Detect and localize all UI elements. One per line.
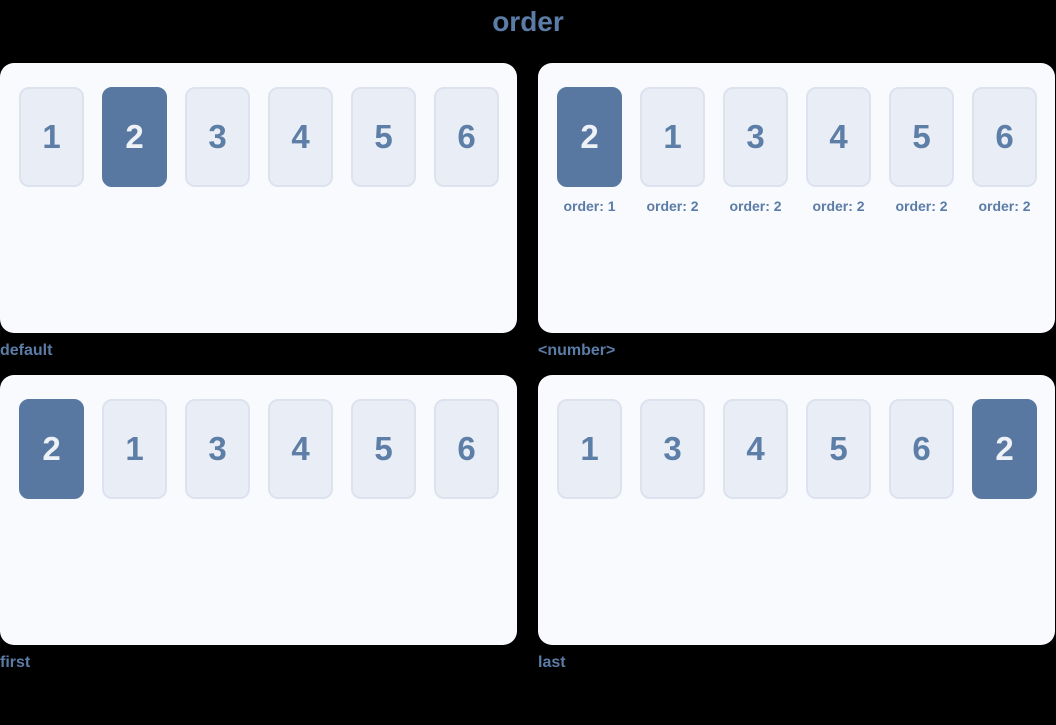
flex-item: 6 bbox=[434, 87, 499, 187]
order-value-label: order: 2 bbox=[729, 198, 782, 214]
panel-caption: <number> bbox=[538, 342, 616, 359]
order-box: 5 bbox=[351, 399, 416, 499]
flex-item: 3 bbox=[185, 87, 250, 187]
order-box-highlighted: 2 bbox=[19, 399, 84, 499]
panel-caption: default bbox=[0, 342, 53, 359]
flex-item: 4 bbox=[268, 87, 333, 187]
order-box: 4 bbox=[806, 87, 871, 187]
flex-item: 2 bbox=[972, 399, 1037, 499]
flex-item: 1 bbox=[557, 399, 622, 499]
flex-item: 1 order: 2 bbox=[640, 87, 705, 214]
flex-item: 4 bbox=[268, 399, 333, 499]
order-value-label: order: 2 bbox=[646, 198, 699, 214]
flex-item: 2 order: 1 bbox=[557, 87, 622, 214]
order-box: 3 bbox=[640, 399, 705, 499]
flex-item: 5 bbox=[351, 87, 416, 187]
order-box: 5 bbox=[351, 87, 416, 187]
order-box: 3 bbox=[185, 399, 250, 499]
flex-item: 1 bbox=[102, 399, 167, 499]
flex-row: 2 order: 1 1 order: 2 3 order: 2 4 order: 2 5 ord… bbox=[557, 87, 1037, 214]
flex-item: 6 order: 2 bbox=[972, 87, 1037, 214]
flex-item: 1 bbox=[19, 87, 84, 187]
order-value-label: order: 1 bbox=[563, 198, 616, 214]
panel-caption: last bbox=[538, 654, 566, 671]
flex-item: 3 order: 2 bbox=[723, 87, 788, 214]
flex-item: 5 bbox=[351, 399, 416, 499]
order-box: 3 bbox=[185, 87, 250, 187]
order-box: 1 bbox=[557, 399, 622, 499]
flex-item: 2 bbox=[19, 399, 84, 499]
order-box: 6 bbox=[434, 399, 499, 499]
panel-caption: first bbox=[0, 654, 31, 671]
order-box-highlighted: 2 bbox=[972, 399, 1037, 499]
flex-item: 5 order: 2 bbox=[889, 87, 954, 214]
order-box-highlighted: 2 bbox=[102, 87, 167, 187]
order-box: 1 bbox=[102, 399, 167, 499]
flex-item: 2 bbox=[102, 87, 167, 187]
order-box-highlighted: 2 bbox=[557, 87, 622, 187]
order-box: 4 bbox=[268, 399, 333, 499]
flex-item: 5 bbox=[806, 399, 871, 499]
flex-item: 3 bbox=[185, 399, 250, 499]
order-value-label: order: 2 bbox=[812, 198, 865, 214]
order-box: 6 bbox=[972, 87, 1037, 187]
order-box: 6 bbox=[434, 87, 499, 187]
order-box: 1 bbox=[640, 87, 705, 187]
order-box: 5 bbox=[889, 87, 954, 187]
order-value-label: order: 2 bbox=[895, 198, 948, 214]
order-value-label: order: 2 bbox=[978, 198, 1031, 214]
flex-item: 4 order: 2 bbox=[806, 87, 871, 214]
flex-item: 4 bbox=[723, 399, 788, 499]
flex-item: 3 bbox=[640, 399, 705, 499]
flex-item: 6 bbox=[434, 399, 499, 499]
order-box: 5 bbox=[806, 399, 871, 499]
order-box: 1 bbox=[19, 87, 84, 187]
page-title: order bbox=[492, 6, 564, 37]
order-box: 3 bbox=[723, 87, 788, 187]
panel-number: 2 order: 1 1 order: 2 3 order: 2 4 order: 2 5 ord… bbox=[538, 63, 1055, 333]
order-box: 6 bbox=[889, 399, 954, 499]
order-box: 4 bbox=[268, 87, 333, 187]
flex-item: 6 bbox=[889, 399, 954, 499]
panel-cell-number: 2 order: 1 1 order: 2 3 order: 2 4 order: 2 5 ord… bbox=[538, 63, 1055, 360]
order-box: 4 bbox=[723, 399, 788, 499]
